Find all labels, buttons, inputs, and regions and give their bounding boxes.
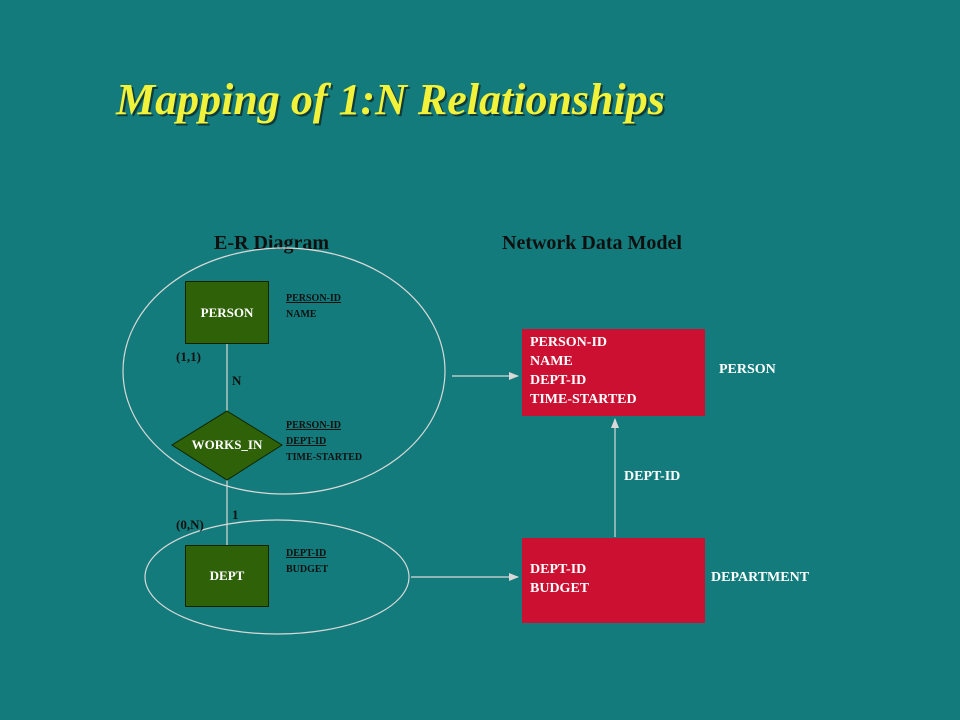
person-record-name: PERSON bbox=[719, 362, 776, 377]
department-record-box: DEPT-ID BUDGET bbox=[522, 538, 705, 623]
network-model-heading: Network Data Model bbox=[502, 232, 682, 254]
dept-entity: DEPT bbox=[185, 545, 269, 607]
person-record-field: DEPT-ID bbox=[530, 373, 587, 388]
set-label: DEPT-ID bbox=[624, 469, 681, 484]
dept-attributes: DEPT-ID BUDGET bbox=[286, 546, 328, 578]
works-in-attributes: PERSON-ID DEPT-ID TIME-STARTED bbox=[286, 418, 362, 466]
works-in-attribute-key: DEPT-ID bbox=[286, 436, 327, 447]
works-in-attribute-key: PERSON-ID bbox=[286, 420, 342, 431]
person-entity-label: PERSON bbox=[200, 304, 254, 320]
person-grouping-ellipse bbox=[122, 247, 446, 495]
person-side-cardinality: N bbox=[232, 373, 242, 388]
dept-grouping-ellipse bbox=[144, 519, 410, 635]
person-attribute-key: PERSON-ID bbox=[286, 293, 342, 304]
department-record-field: BUDGET bbox=[530, 581, 590, 596]
person-attributes: PERSON-ID NAME bbox=[286, 291, 341, 323]
works-in-diamond bbox=[171, 410, 283, 481]
dept-side-cardinality: 1 bbox=[232, 507, 239, 522]
person-record-field: TIME-STARTED bbox=[530, 392, 637, 407]
works-in-attribute: TIME-STARTED bbox=[286, 452, 363, 463]
person-cardinality-minmax: (1,1) bbox=[176, 349, 201, 364]
department-record-field: DEPT-ID bbox=[530, 562, 587, 577]
works-in-label: WORKS_IN bbox=[191, 437, 263, 452]
person-record-box: PERSON-ID NAME DEPT-ID TIME-STARTED bbox=[522, 329, 705, 416]
dept-attribute: BUDGET bbox=[286, 564, 329, 575]
dept-cardinality-minmax: (0,N) bbox=[176, 517, 204, 532]
person-entity: PERSON bbox=[185, 281, 269, 344]
person-record-field: NAME bbox=[530, 354, 573, 369]
department-record-name: DEPARTMENT bbox=[711, 570, 810, 585]
dept-attribute-key: DEPT-ID bbox=[286, 548, 327, 559]
person-record-field: PERSON-ID bbox=[530, 335, 608, 350]
dept-entity-label: DEPT bbox=[209, 568, 245, 583]
page-title: Mapping of 1:N Relationships bbox=[116, 75, 665, 124]
person-attribute: NAME bbox=[286, 309, 317, 320]
